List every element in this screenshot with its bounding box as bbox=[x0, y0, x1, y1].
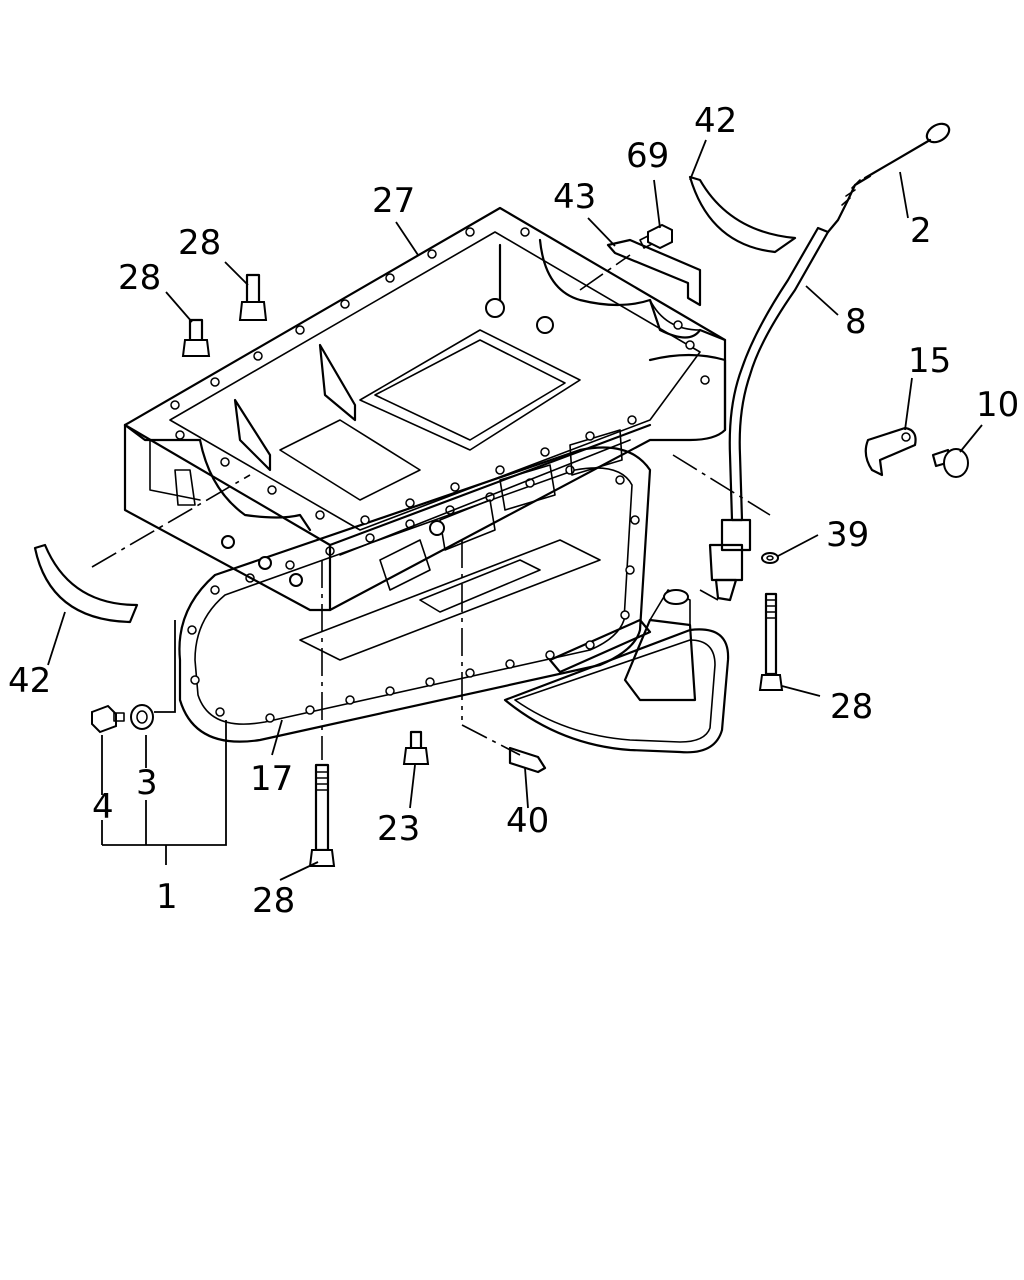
washer-39 bbox=[761, 552, 779, 564]
callout-42-top: 42 bbox=[694, 101, 737, 141]
callout-28-b: 28 bbox=[118, 258, 161, 298]
callout-27: 27 bbox=[372, 181, 415, 221]
flange-bolt-holes bbox=[170, 227, 710, 525]
bolt-23 bbox=[402, 730, 430, 765]
bolt-10 bbox=[931, 448, 969, 478]
callout-10: 10 bbox=[976, 385, 1019, 425]
callout-17: 17 bbox=[250, 759, 293, 799]
oil-pan bbox=[503, 589, 730, 754]
callout-2: 2 bbox=[910, 211, 932, 251]
clip bbox=[864, 426, 917, 477]
callout-28-right: 28 bbox=[830, 687, 873, 727]
drain-plug bbox=[91, 704, 125, 734]
callout-40: 40 bbox=[506, 801, 549, 841]
bolt-28-long-right bbox=[758, 592, 784, 691]
callout-1: 1 bbox=[156, 877, 178, 917]
callout-numbers: 42 69 43 27 28 28 2 8 15 10 39 42 28 17 … bbox=[8, 101, 1019, 921]
callout-42-left: 42 bbox=[8, 661, 51, 701]
dipstick-guide-tube bbox=[708, 226, 830, 602]
gasket bbox=[178, 446, 652, 743]
bracket bbox=[606, 238, 702, 307]
callout-15: 15 bbox=[908, 341, 951, 381]
leader-lines bbox=[47, 139, 983, 881]
callout-23: 23 bbox=[377, 809, 420, 849]
drain-plug-washer bbox=[130, 704, 154, 730]
callout-28-bottom: 28 bbox=[252, 881, 295, 921]
rear-seal-left bbox=[33, 543, 139, 624]
front-seal-top bbox=[688, 175, 797, 254]
upper-oil-pan-housing bbox=[123, 206, 727, 612]
dipstick bbox=[826, 122, 951, 234]
callout-8: 8 bbox=[845, 302, 867, 342]
callout-39: 39 bbox=[826, 515, 869, 555]
bolt-69 bbox=[639, 223, 673, 250]
bolt-28-long-bottom bbox=[308, 763, 336, 867]
bolt-28-short-a bbox=[181, 318, 211, 357]
callout-69: 69 bbox=[626, 136, 669, 176]
callout-3: 3 bbox=[136, 763, 158, 803]
callout-28-a: 28 bbox=[178, 223, 221, 263]
callout-43: 43 bbox=[553, 177, 596, 217]
stud-40 bbox=[508, 746, 547, 774]
bolt-28-short-b bbox=[238, 273, 268, 321]
callout-4: 4 bbox=[92, 787, 114, 827]
